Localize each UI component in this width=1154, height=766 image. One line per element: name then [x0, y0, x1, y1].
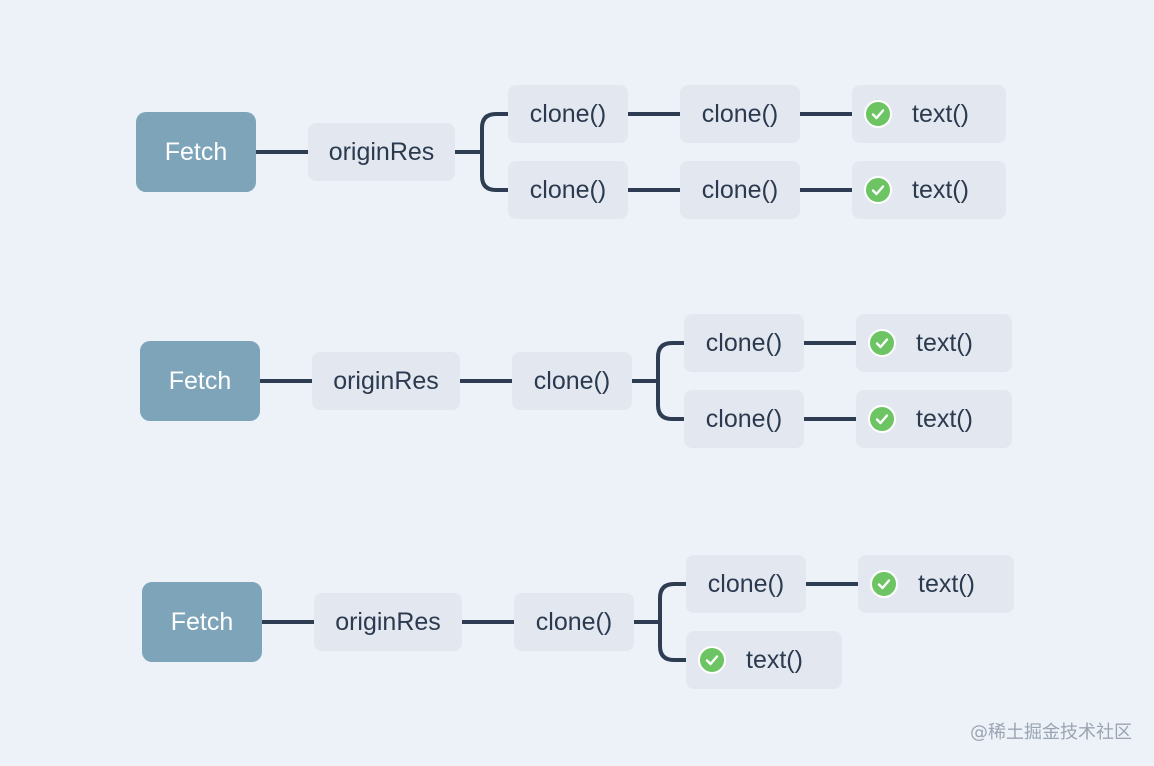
- text-node: text(): [856, 390, 1012, 448]
- fetch-node: Fetch: [142, 582, 262, 662]
- text-node: text(): [856, 314, 1012, 372]
- check-circle-icon: [870, 570, 898, 598]
- clone-node: clone(): [508, 85, 628, 143]
- clone-node: clone(): [680, 85, 800, 143]
- origin-res-node: originRes: [308, 123, 455, 181]
- check-circle-icon: [864, 176, 892, 204]
- text-node: text(): [852, 161, 1006, 219]
- clone-node: clone(): [680, 161, 800, 219]
- origin-res-node: originRes: [314, 593, 462, 651]
- clone-node: clone(): [686, 555, 806, 613]
- clone-node: clone(): [512, 352, 632, 410]
- clone-node: clone(): [684, 314, 804, 372]
- check-circle-icon: [864, 100, 892, 128]
- fetch-node: Fetch: [136, 112, 256, 192]
- check-circle-icon: [698, 646, 726, 674]
- check-circle-icon: [868, 329, 896, 357]
- check-circle-icon: [868, 405, 896, 433]
- clone-node: clone(): [684, 390, 804, 448]
- fetch-node: Fetch: [140, 341, 260, 421]
- text-node: text(): [858, 555, 1014, 613]
- clone-node: clone(): [514, 593, 634, 651]
- watermark: @稀土掘金技术社区: [970, 722, 1132, 743]
- text-node: text(): [852, 85, 1006, 143]
- text-node: text(): [686, 631, 842, 689]
- origin-res-node: originRes: [312, 352, 460, 410]
- clone-node: clone(): [508, 161, 628, 219]
